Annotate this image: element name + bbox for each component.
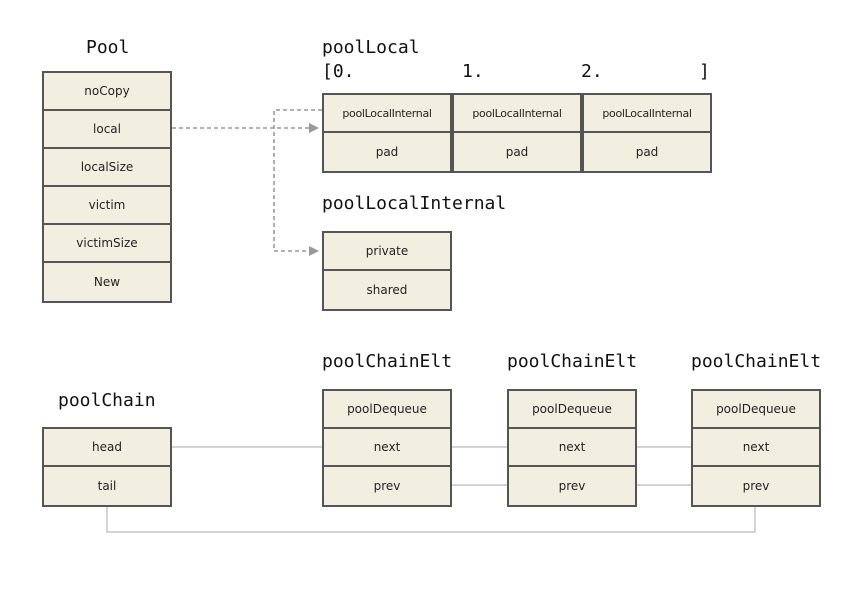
poollocal-index-1: 1. — [462, 61, 484, 82]
poollocal-title: poolLocal — [322, 37, 420, 58]
poolchainelt-field-prev: prev — [373, 479, 401, 493]
poolchain-title: poolChain — [58, 390, 156, 411]
poolchainelt-field-pooldequeue: poolDequeue — [324, 391, 450, 429]
poollocalinternal-title: poolLocalInternal — [322, 193, 507, 214]
poolchainelt-field-next: next — [693, 429, 819, 467]
poolchainelt-field-pooldequeue: poolDequeue — [693, 391, 819, 429]
poollocal-slot-internal: poolLocalInternal — [584, 95, 710, 133]
poollocalinternal-field-shared: shared — [366, 283, 408, 297]
poolchainelt-struct: poolDequeue next prev — [691, 389, 821, 507]
poollocal-slot-pad: pad — [505, 145, 529, 159]
poolchainelt-title: poolChainElt — [322, 351, 453, 372]
poollocalinternal-field-private: private — [324, 233, 450, 271]
tail-link — [106, 505, 756, 533]
poolchainelt-struct: poolDequeue next prev — [322, 389, 452, 507]
pool-field-nocopy: noCopy — [44, 73, 170, 111]
poollocal-slot-pad: pad — [375, 145, 399, 159]
poollocal-index-close: ] — [699, 61, 710, 82]
poollocalinternal-pointer — [273, 109, 322, 256]
poolchainelt-field-pooldequeue: poolDequeue — [509, 391, 635, 429]
poollocal-slot-0: poolLocalInternal pad — [322, 93, 452, 173]
poolchainelt-field-next: next — [509, 429, 635, 467]
poollocal-slot-1: poolLocalInternal pad — [452, 93, 582, 173]
poolchainelt-field-prev: prev — [558, 479, 586, 493]
poollocal-slot-2: poolLocalInternal pad — [582, 93, 712, 173]
pool-struct: noCopy local localSize victim victimSize… — [42, 71, 172, 303]
pool-field-victim: victim — [44, 187, 170, 225]
pool-field-local: local — [44, 111, 170, 149]
pool-field-new: New — [93, 275, 121, 289]
poolchain-field-tail: tail — [97, 479, 117, 493]
poollocal-slot-internal: poolLocalInternal — [324, 95, 450, 133]
poollocalinternal-struct: private shared — [322, 231, 452, 311]
poolchain-struct: head tail — [42, 427, 172, 507]
poolchainelt-title: poolChainElt — [507, 351, 638, 372]
poolchainelt-struct: poolDequeue next prev — [507, 389, 637, 507]
poollocal-slot-internal: poolLocalInternal — [454, 95, 580, 133]
poolchainelt-field-next: next — [324, 429, 450, 467]
poollocal-slot-pad: pad — [635, 145, 659, 159]
poollocal-index-2: 2. — [581, 61, 603, 82]
pool-field-victimsize: victimSize — [44, 225, 170, 263]
poolchainelt-title: poolChainElt — [691, 351, 822, 372]
poolchainelt-field-prev: prev — [742, 479, 770, 493]
poollocal-index-0: [0. — [322, 61, 355, 82]
pool-title: Pool — [86, 37, 130, 58]
pool-field-localsize: localSize — [44, 149, 170, 187]
poolchain-field-head: head — [44, 429, 170, 467]
